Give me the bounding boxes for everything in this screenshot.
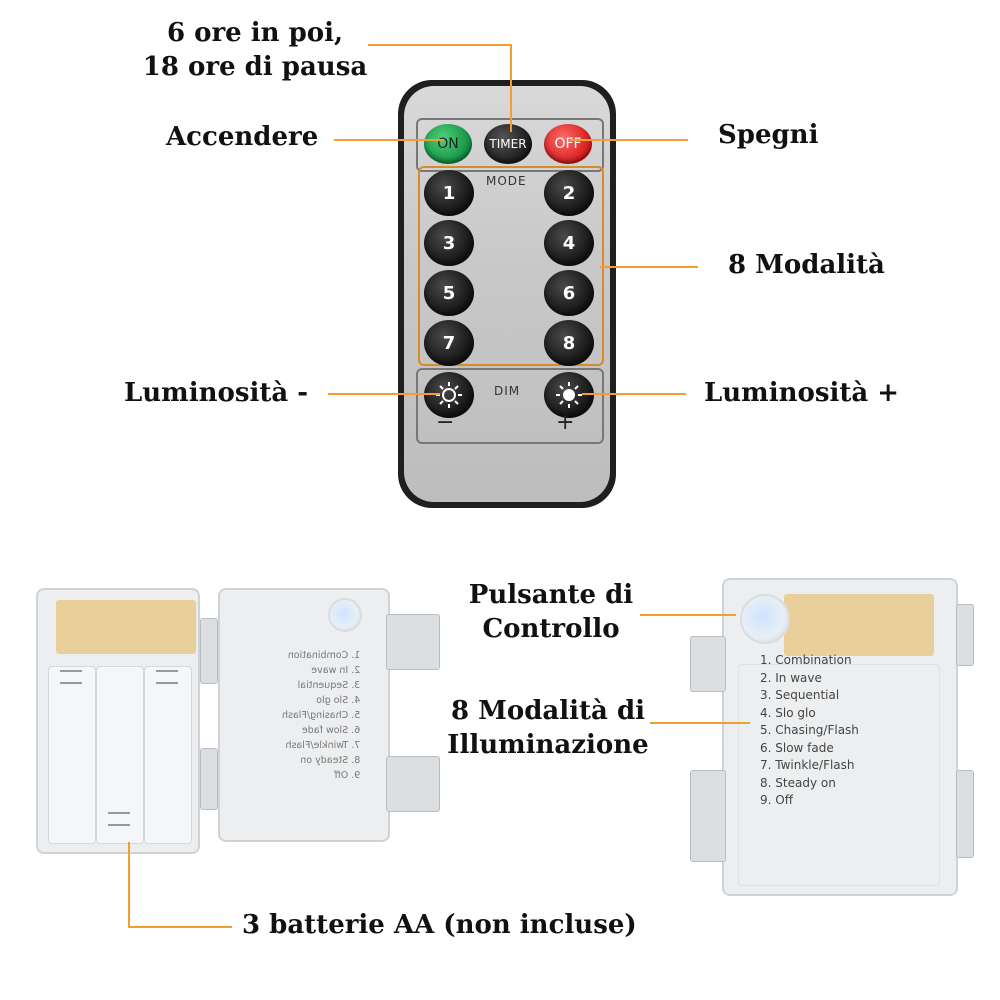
mode-item: 4. Slo glo <box>760 705 816 720</box>
mode-item: 2. In wave <box>760 670 822 685</box>
hinge-clip <box>200 748 218 810</box>
timer-callout-line1: 6 ore in poi, <box>166 18 344 48</box>
spring-contact <box>108 812 130 826</box>
on-pointer <box>334 139 444 141</box>
mirrored-mode-item: 7. Twinkle/Flash <box>285 740 361 751</box>
dim-button-frame <box>416 368 604 444</box>
light-modes-pointer <box>650 722 750 724</box>
battery-box-open <box>36 588 200 854</box>
battery-slot-1 <box>48 666 96 844</box>
on-callout: Accendere <box>166 122 319 152</box>
battery-slot-2 <box>96 666 144 844</box>
spring-contact <box>156 670 178 684</box>
sun-filled-icon <box>556 382 582 408</box>
lid-hole <box>328 598 362 632</box>
sun-outline-icon <box>436 382 462 408</box>
mode-8-button[interactable]: 8 <box>544 320 594 366</box>
mode-4-button[interactable]: 4 <box>544 220 594 266</box>
remote-control: ON TIMER OFF MODE 1 2 3 4 5 6 7 8 DIM <box>398 80 616 508</box>
battery-pointer-v <box>128 842 130 928</box>
minus-sign: − <box>436 410 455 435</box>
mode-item: 8. Steady on <box>760 775 836 790</box>
mirrored-mode-item: 6. Slow fade <box>301 725 361 736</box>
control-callout-line1: Pulsante di <box>468 580 634 610</box>
control-button-callout: Pulsante di Controllo <box>462 578 640 646</box>
mode-item: 1. Combination <box>760 653 852 667</box>
timer-callout: 6 ore in poi, 18 ore di pausa <box>140 16 370 84</box>
circuit-board <box>56 600 196 654</box>
off-callout: Spegni <box>718 120 819 150</box>
mode-item: 7. Twinkle/Flash <box>760 758 855 772</box>
dim-minus-callout: Luminosità - <box>124 378 309 408</box>
dim-label: DIM <box>494 384 521 398</box>
mirrored-mode-item: 5. Chasing/Flash <box>282 710 361 721</box>
control-button[interactable] <box>740 594 790 644</box>
modes-callout: 8 Modalità <box>728 250 885 280</box>
spring-contact <box>60 670 82 684</box>
latch-clip <box>690 636 726 692</box>
timer-pointer-v <box>510 44 512 132</box>
mode-5-button[interactable]: 5 <box>424 270 474 316</box>
battery-pointer-h <box>128 926 232 928</box>
light-modes-callout: 8 Modalità di Illuminazione <box>446 694 650 762</box>
mode-item: 6. Slow fade <box>760 740 834 755</box>
timer-button[interactable]: TIMER <box>484 124 532 164</box>
batteries-callout: 3 batterie AA (non incluse) <box>242 910 637 940</box>
timer-callout-line2: 18 ore di pausa <box>142 52 368 82</box>
dim-plus-pointer <box>582 393 686 395</box>
mirrored-mode-item: 9. Off <box>334 770 361 781</box>
mode-3-button[interactable]: 3 <box>424 220 474 266</box>
on-button[interactable]: ON <box>424 124 472 164</box>
latch-clip <box>690 770 726 862</box>
mirrored-mode-item: 2. In wave <box>311 665 361 676</box>
dim-plus-button[interactable] <box>544 372 594 418</box>
mirrored-mode-item: 4. Slo glo <box>316 695 361 706</box>
light-modes-callout-line2: Illuminazione <box>447 730 649 760</box>
battery-slot-3 <box>144 666 192 844</box>
mode-list: 1. Combination 2. In wave 3. Sequential … <box>760 652 859 810</box>
timer-pointer-h <box>368 44 512 46</box>
modes-pointer <box>600 266 698 268</box>
battery-box-closed: 1. Combination 2. In wave 3. Sequential … <box>722 578 958 896</box>
off-pointer <box>570 139 688 141</box>
lid-panel <box>738 664 940 886</box>
dim-minus-pointer <box>328 393 440 395</box>
mode-item: 3. Sequential <box>760 688 840 702</box>
mirrored-mode-item: 8. Steady on <box>300 755 361 766</box>
hinge-clip <box>956 604 974 666</box>
mirrored-mode-item: 3. Sequential <box>297 680 361 691</box>
control-callout-line2: Controllo <box>482 614 620 644</box>
latch-clip <box>386 756 440 812</box>
off-button[interactable]: OFF <box>544 124 592 164</box>
mode-7-button[interactable]: 7 <box>424 320 474 366</box>
mirrored-mode-list: 1. Combination 2. In wave 3. Sequential … <box>282 648 360 783</box>
mode-item: 5. Chasing/Flash <box>760 723 859 737</box>
plus-sign: + <box>556 410 575 435</box>
hinge-clip <box>956 770 974 858</box>
circuit-board <box>784 594 934 656</box>
dim-minus-button[interactable] <box>424 372 474 418</box>
remote-face: ON TIMER OFF MODE 1 2 3 4 5 6 7 8 DIM <box>404 86 610 502</box>
battery-box-lid: 1. Combination 2. In wave 3. Sequential … <box>218 588 390 842</box>
mode-label: MODE <box>486 174 527 188</box>
mode-item: 9. Off <box>760 793 793 807</box>
control-pointer <box>640 614 736 616</box>
mode-2-button[interactable]: 2 <box>544 170 594 216</box>
hinge-clip <box>200 618 218 684</box>
mirrored-mode-item: 1. Combination <box>287 650 361 661</box>
mode-1-button[interactable]: 1 <box>424 170 474 216</box>
latch-clip <box>386 614 440 670</box>
dim-plus-callout: Luminosità + <box>704 378 900 408</box>
mode-6-button[interactable]: 6 <box>544 270 594 316</box>
light-modes-callout-line1: 8 Modalità di <box>450 696 645 726</box>
